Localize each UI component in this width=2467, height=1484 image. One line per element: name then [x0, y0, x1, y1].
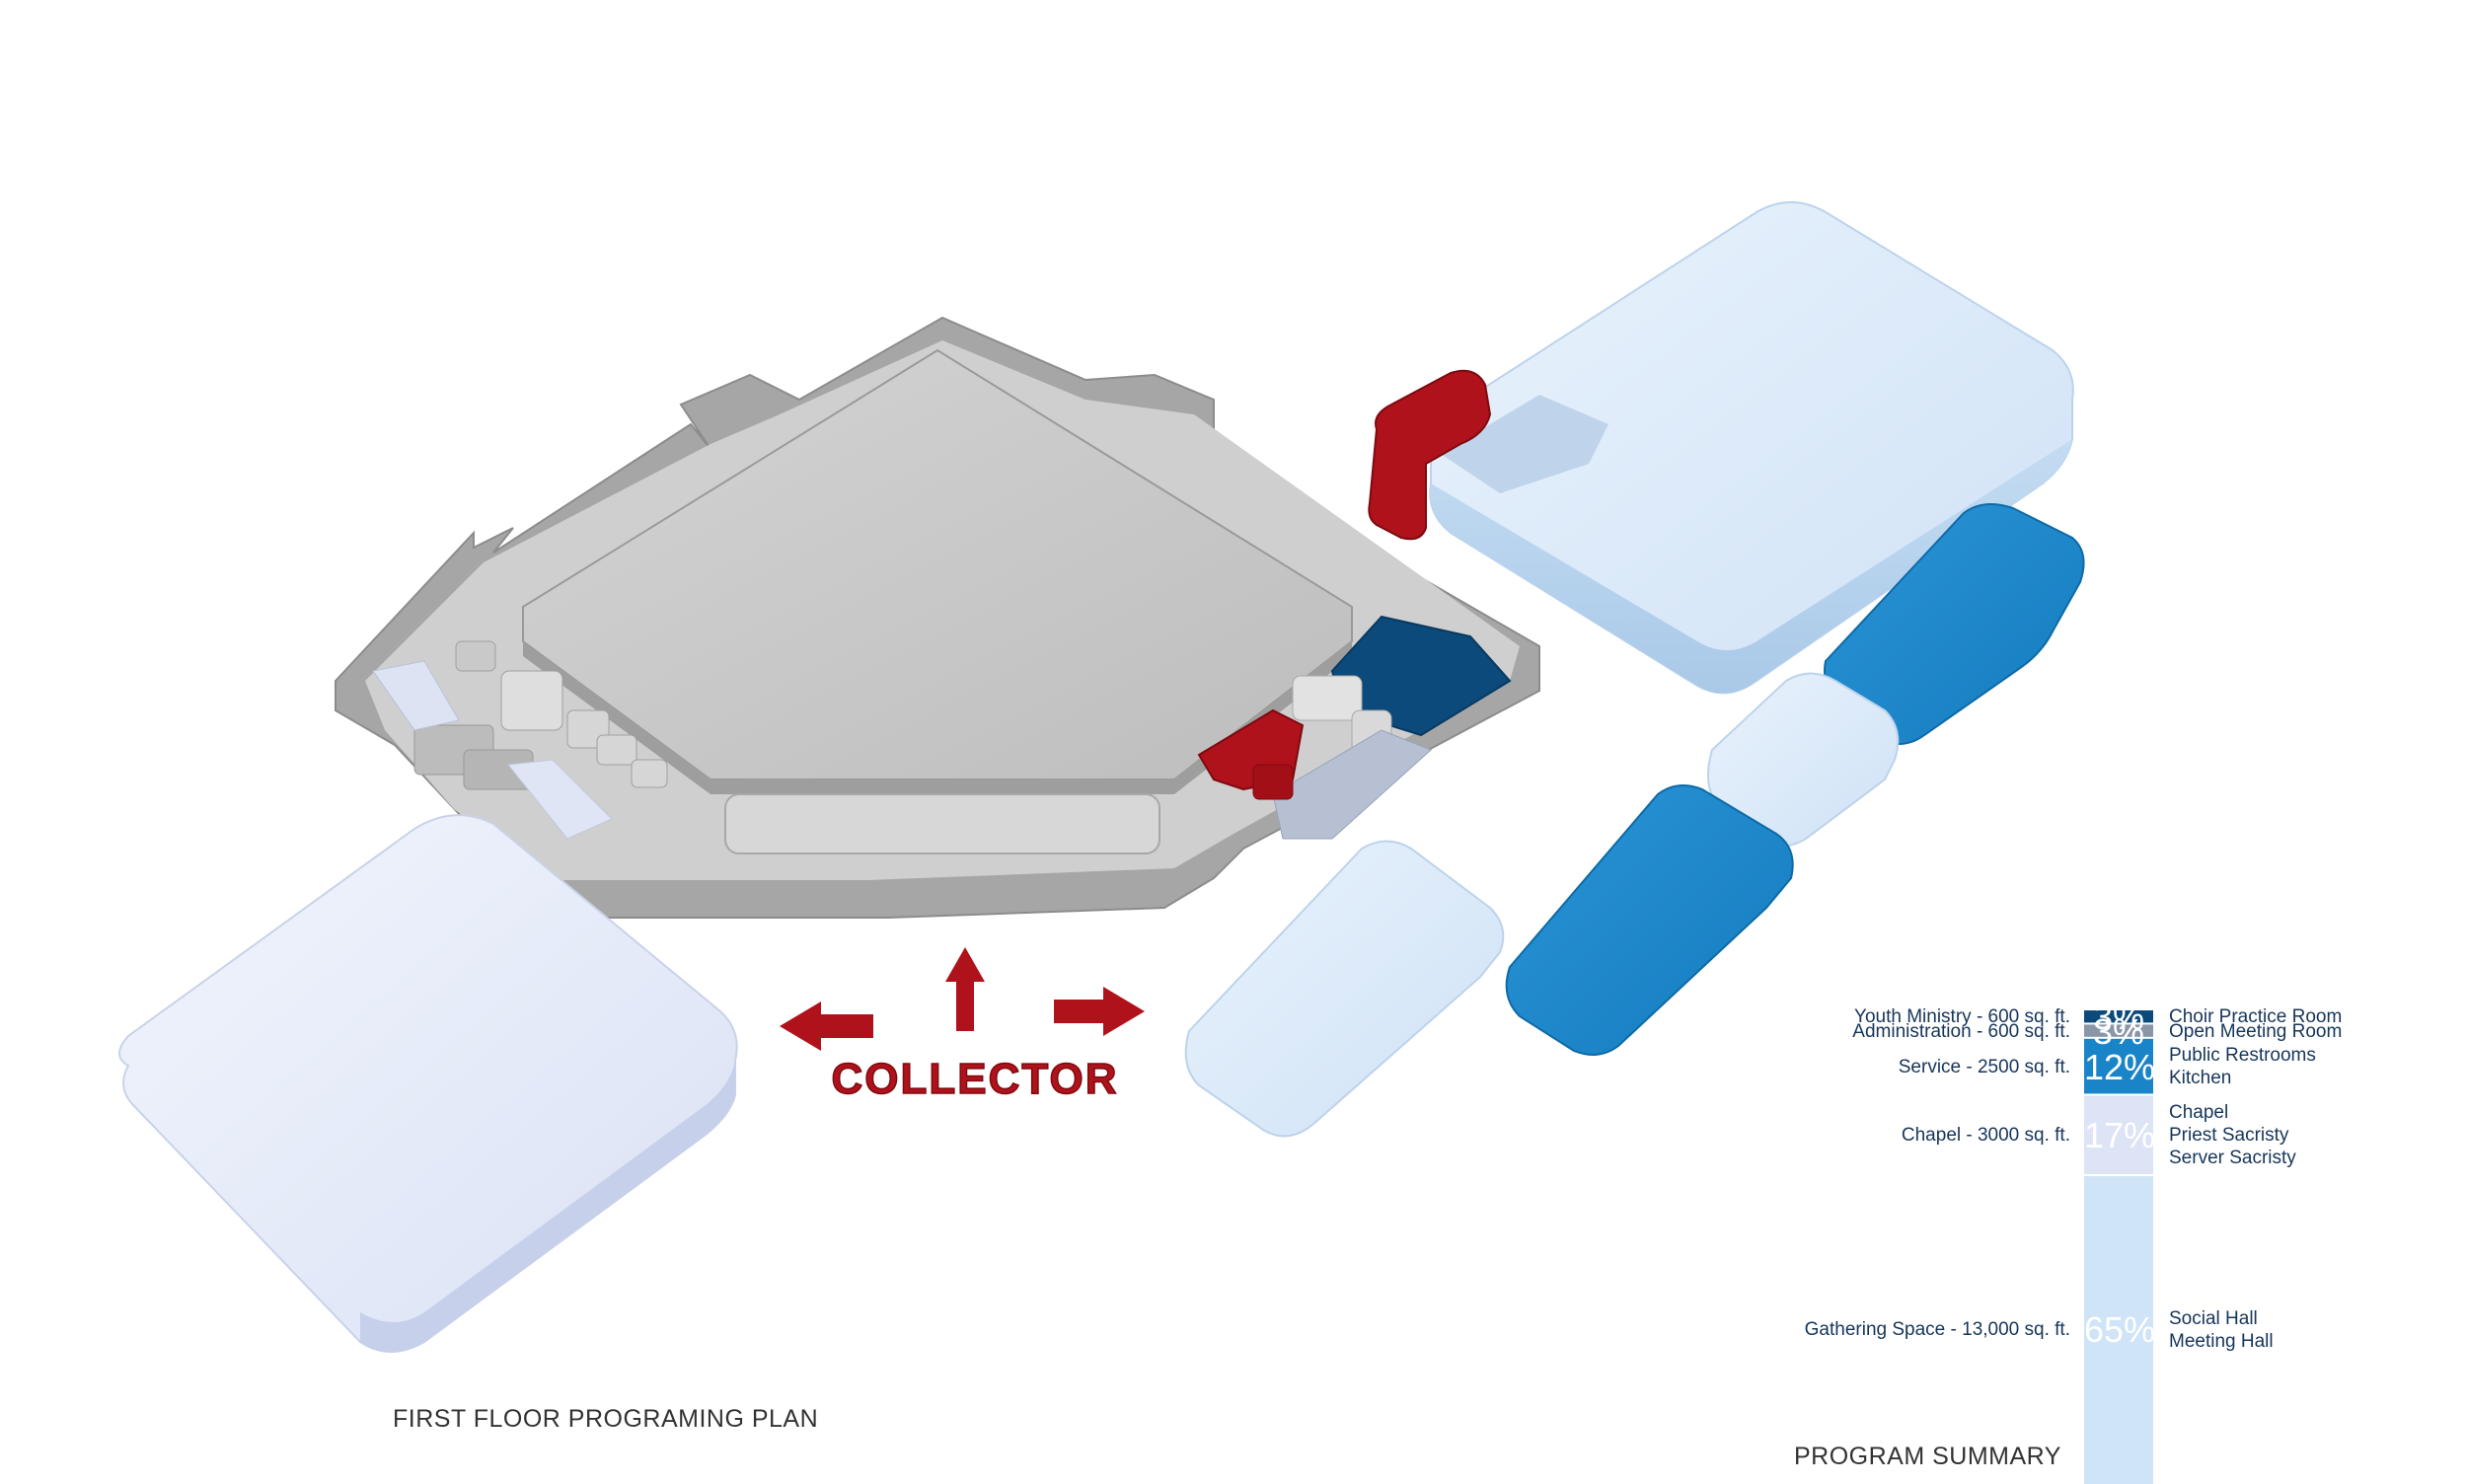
right-gray-room — [1292, 675, 1363, 721]
summary-space-label: Chapel - 3000 sq. ft. — [1901, 1125, 2070, 1147]
summary-title: PROGRAM SUMMARY — [1794, 1443, 2061, 1470]
summary-room-label: Open Meeting Room — [2169, 1020, 2343, 1042]
summary-room-label: Chapel — [2169, 1102, 2229, 1124]
summary-space-label: Gathering Space - 13,000 sq. ft. — [1804, 1319, 2070, 1340]
gathering-block-southwest-side — [360, 1061, 735, 1352]
collector-arrows: COLLECTOR — [780, 947, 1145, 1104]
left-pale-corridor — [507, 759, 613, 840]
summary-percent: 12% — [2084, 1046, 2156, 1087]
front-bench-volume — [724, 793, 1160, 854]
summary-space-label: Service - 2500 sq. ft. — [1898, 1056, 2070, 1077]
program-summary-bar — [2084, 1010, 2153, 1484]
gathering-core-volume — [522, 348, 1353, 780]
summary-segment — [2084, 1024, 2153, 1037]
right-pale-corridor — [1272, 729, 1432, 840]
left-pale-room — [372, 660, 460, 731]
summary-percent: 65% — [2084, 1309, 2156, 1350]
gathering-block-northeast-side — [1430, 439, 2072, 694]
summary-percent: 3% — [2092, 997, 2145, 1038]
arrow-left-icon — [780, 1002, 873, 1051]
administration-red-block — [1368, 369, 1492, 541]
building-shell — [335, 316, 1540, 919]
gathering-block-south — [1184, 840, 1505, 1138]
summary-room-label: Priest Sacristy — [2169, 1125, 2289, 1147]
service-core-red-small — [1252, 764, 1294, 800]
collector-label: COLLECTOR — [832, 1055, 1119, 1103]
summary-room-label: Social Hall — [2169, 1307, 2258, 1329]
detached-blocks — [118, 201, 2085, 1353]
summary-room-label: Kitchen — [2169, 1068, 2232, 1089]
left-room-2 — [500, 670, 563, 731]
left-room-1 — [455, 640, 496, 672]
summary-space-label: Administration - 600 sq. ft. — [1852, 1020, 2070, 1042]
arrow-right-icon — [1054, 987, 1145, 1036]
left-room-5 — [631, 759, 668, 788]
summary-space-label: Youth Ministry - 600 sq. ft. — [1854, 1006, 2070, 1028]
summary-percent: 3% — [2092, 1010, 2145, 1052]
red-block-shadow — [1441, 395, 1608, 493]
summary-room-label: Meeting Hall — [2169, 1330, 2274, 1352]
summary-segment — [2084, 1010, 2153, 1023]
arrow-up-icon — [945, 947, 985, 1031]
summary-segment — [2084, 1038, 2153, 1094]
summary-room-label: Server Sacristy — [2169, 1148, 2296, 1169]
summary-segment — [2084, 1176, 2153, 1484]
service-block-south — [1505, 784, 1794, 1056]
summary-segment — [2084, 1095, 2153, 1174]
plan-title: FIRST FLOOR PROGRAMING PLAN — [393, 1405, 819, 1433]
summary-percent: 17% — [2084, 1115, 2156, 1156]
left-room-4 — [596, 734, 637, 766]
summary-room-label: Choir Practice Room — [2169, 1006, 2343, 1028]
summary-room-label: Public Restrooms — [2169, 1045, 2316, 1067]
